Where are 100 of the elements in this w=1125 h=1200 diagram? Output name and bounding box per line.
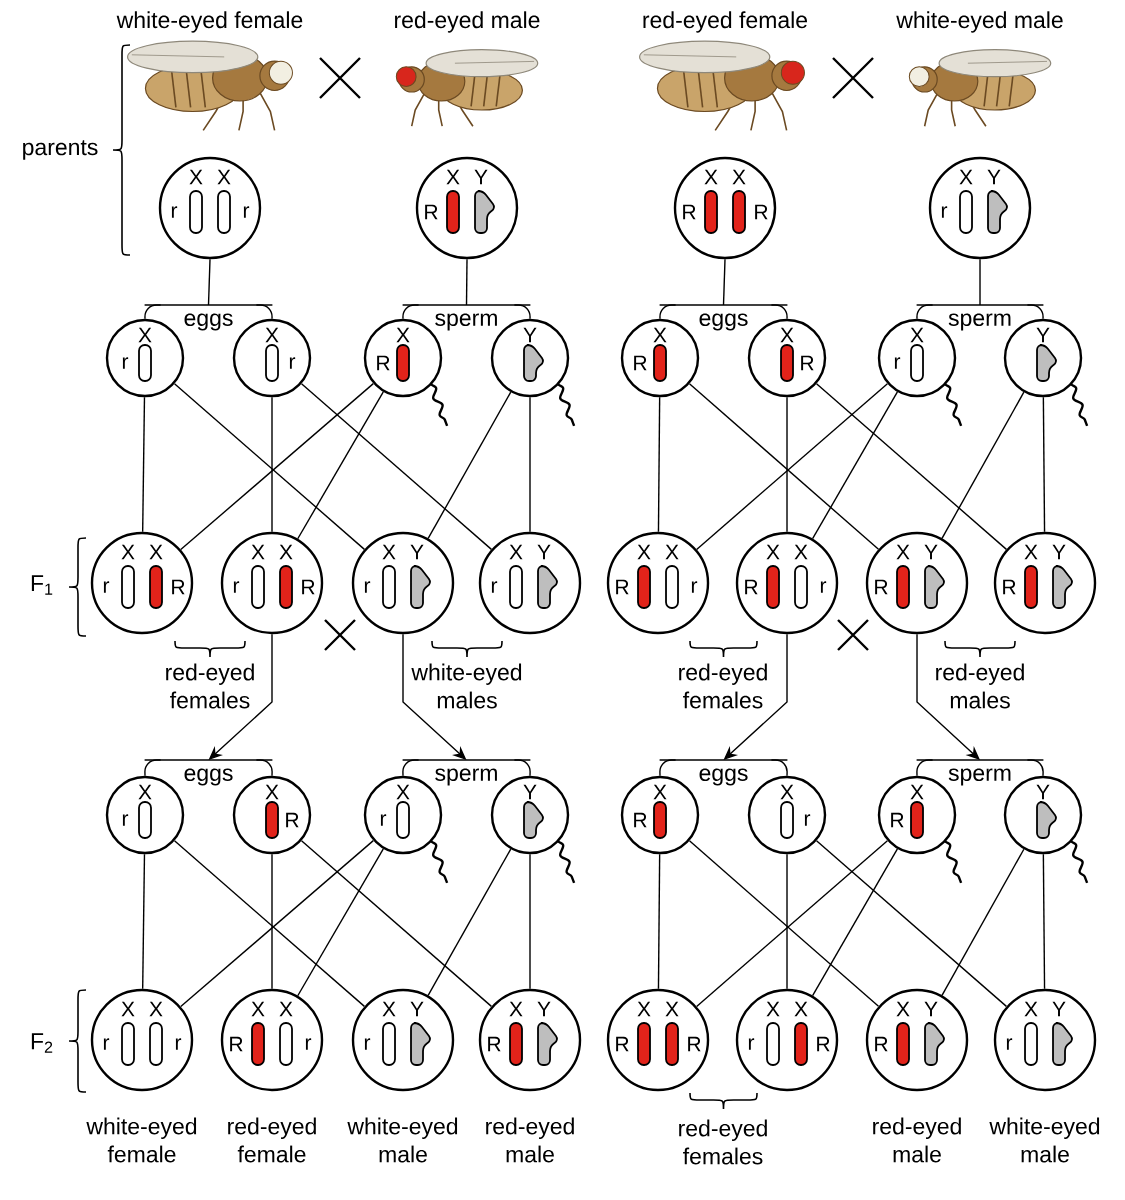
- connector-line: [529, 853, 531, 990]
- connector-line: [1026, 759, 1044, 777]
- chromosome-letter: Y: [1052, 544, 1066, 560]
- chromosome-letter: X: [637, 544, 651, 560]
- allele-letter: r: [748, 1038, 755, 1050]
- chromosome-letter: X: [1024, 544, 1038, 560]
- chromosome-letter: X: [732, 169, 746, 185]
- allele-letter: r: [894, 357, 901, 369]
- chromosome-letter: X: [396, 784, 410, 800]
- chromosome-letter: X: [138, 327, 152, 343]
- allele-letter: R: [1003, 579, 1016, 595]
- connector-line: [255, 304, 273, 320]
- allele-letter: r: [122, 814, 129, 826]
- connector-line: [297, 391, 384, 540]
- fly-label: white-eyed male: [896, 11, 1063, 33]
- chromosome-letter: Y: [410, 544, 424, 560]
- connector-line: [142, 396, 146, 533]
- allele-letter: R: [230, 1036, 243, 1052]
- allele-letter: r: [243, 206, 250, 218]
- connector-line: [916, 633, 980, 760]
- allele-letter: R: [425, 204, 438, 220]
- chromosome-letter: X: [149, 1001, 163, 1017]
- chromosome-letter: X: [780, 784, 794, 800]
- allele-letter: r: [364, 581, 371, 593]
- generation-label: parents: [23, 140, 98, 160]
- allele-letter: R: [634, 355, 647, 371]
- allele-letter: R: [302, 579, 315, 595]
- chromosome-letter: X: [910, 327, 924, 343]
- offspring-label: red-eyed male: [873, 1117, 961, 1163]
- connector-line: [941, 848, 1025, 997]
- allele-letter: r: [103, 1038, 110, 1050]
- connector-line: [916, 304, 934, 320]
- connector-line: [402, 304, 420, 320]
- allele-letter: r: [233, 581, 240, 593]
- connector-line: [770, 304, 788, 320]
- connector-line: [465, 258, 468, 306]
- chromosome-letter: X: [766, 544, 780, 560]
- chromosome-letter: Y: [537, 1001, 551, 1017]
- allele-letter: r: [289, 357, 296, 369]
- allele-letter: r: [305, 1038, 312, 1050]
- chromosome-letter: X: [896, 1001, 910, 1017]
- chromosome-letter: X: [766, 1001, 780, 1017]
- offspring-label: white-eyed male: [989, 1117, 1100, 1163]
- connector-line: [659, 304, 677, 320]
- allele-letter: R: [891, 812, 904, 828]
- allele-letter: R: [875, 579, 888, 595]
- allele-letter: R: [683, 204, 696, 220]
- chromosome-letter: X: [382, 544, 396, 560]
- allele-letter: R: [286, 812, 299, 828]
- offspring-label: white-eyed male: [347, 1117, 458, 1163]
- connector-line: [513, 759, 531, 777]
- connector-line: [786, 853, 788, 990]
- chromosome-letter: X: [217, 169, 231, 185]
- connector-line: [144, 759, 162, 777]
- chromosome-letter: X: [653, 327, 667, 343]
- chromosome-letter: X: [251, 544, 265, 560]
- connector-line: [402, 759, 420, 777]
- connector-line: [513, 304, 531, 320]
- connector-line: [811, 848, 899, 997]
- allele-letter: R: [801, 355, 814, 371]
- allele-letter: R: [172, 579, 185, 595]
- connector-line: [722, 258, 726, 306]
- allele-letter: r: [103, 581, 110, 593]
- chromosome-letter: X: [265, 784, 279, 800]
- connector-line: [941, 391, 1025, 540]
- chromosome-letter: X: [121, 544, 135, 560]
- generation-label: F$_{2}$: [31, 1033, 53, 1053]
- chromosome-letter: Y: [924, 544, 938, 560]
- allele-letter: r: [122, 357, 129, 369]
- connector-line: [427, 848, 512, 997]
- chromosome-letter: X: [653, 784, 667, 800]
- chromosome-letter: X: [637, 1001, 651, 1017]
- chromosome-letter: Y: [1036, 784, 1050, 800]
- allele-letter: R: [616, 1036, 629, 1052]
- offspring-label: white-eyed female: [86, 1117, 197, 1163]
- allele-letter: r: [171, 206, 178, 218]
- chromosome-letter: X: [704, 169, 718, 185]
- connector-line: [1042, 853, 1046, 990]
- connector-line: [271, 853, 273, 990]
- connector-line: [529, 396, 531, 533]
- allele-letter: R: [377, 355, 390, 371]
- chromosome-letter: X: [509, 544, 523, 560]
- connector-line: [255, 759, 273, 777]
- chromosome-letter: Y: [1036, 327, 1050, 343]
- fly-label: red-eyed female: [643, 11, 808, 33]
- offspring-label: red-eyed male: [486, 1117, 574, 1163]
- allele-letter: r: [820, 581, 827, 593]
- chromosome-letter: X: [382, 1001, 396, 1017]
- chromosome-letter: X: [794, 1001, 808, 1017]
- connector-line: [271, 396, 273, 533]
- chromosome-letter: X: [149, 544, 163, 560]
- chromosome-letter: X: [279, 544, 293, 560]
- connector-line: [770, 759, 788, 777]
- chromosome-letter: Y: [523, 784, 537, 800]
- chromosome-letter: X: [265, 327, 279, 343]
- chromosome-letter: X: [138, 784, 152, 800]
- group-label: white-eyed males: [411, 663, 522, 709]
- chromosome-letter: X: [509, 1001, 523, 1017]
- chromosome-letter: Y: [1052, 1001, 1066, 1017]
- connector-line: [207, 258, 211, 306]
